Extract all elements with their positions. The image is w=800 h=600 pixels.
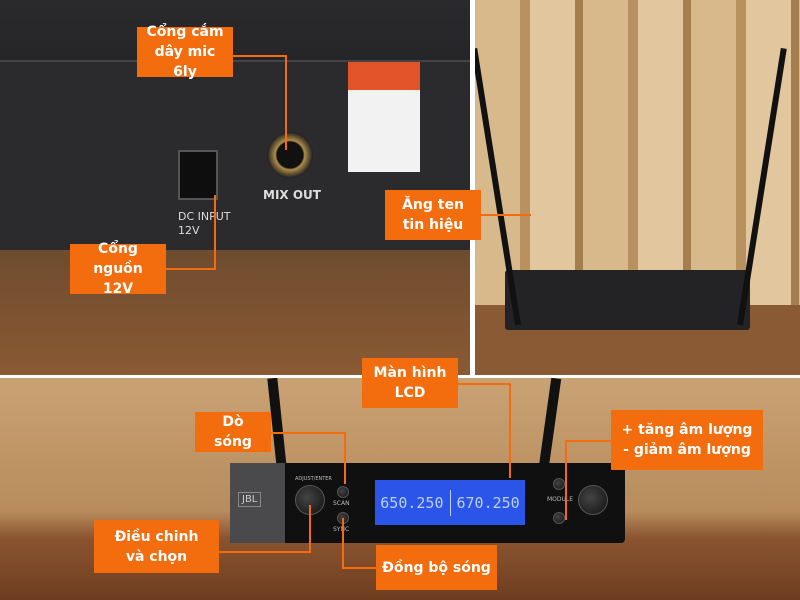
label-line: Cổng cắm [146,24,224,40]
adjust-knob-right[interactable] [578,485,608,515]
antenna-left [475,47,521,326]
dc-input-jack [178,150,218,200]
scan-text: SCAN [333,500,350,507]
label-adjust: Điều chinh và chọn [94,520,219,573]
sync-text: SYNC [333,526,349,533]
volume-down-button[interactable] [553,512,565,524]
rear-panel-closeup-photo: DC INPUT 12V MIX OUT [0,0,470,375]
volume-up-button[interactable] [553,478,565,490]
adjust-enter-text: ADJUST/ENTER [295,476,332,482]
label-line: tin hiệu [402,217,464,233]
label-line: nguồn 12V [93,261,143,297]
receiver-rear [505,270,750,330]
label-line: Ăng ten [402,197,464,213]
lcd-ch-b-freq: 670.250 [456,493,520,512]
dc-volt-text: 12V [178,224,200,237]
front-side-plate [230,463,285,543]
label-volume: + tăng âm lượng - giảm âm lượng [611,410,763,470]
label-line: Điều chinh [114,528,199,545]
label-mic-port: Cổng cắm dây mic 6ly [137,24,233,80]
label-line: + tăng âm lượng [621,422,753,438]
mix-out-text: MIX OUT [263,188,321,202]
rear-antenna-photo [475,0,800,375]
label-line: và chọn [125,548,188,565]
label-power-port: Cổng nguồn 12V [70,241,166,297]
label-line: dây mic 6ly [154,44,216,80]
label-scan: Dò sóng [195,412,271,452]
jbl-sticker [348,62,420,172]
lcd-ch-a-freq: 650.250 [380,493,444,512]
jbl-logo: JBL [238,492,262,507]
lcd-display: 650.250 670.250 [375,480,525,525]
label-sync: Đồng bộ sóng [376,545,497,590]
label-antenna: Ăng ten tin hiệu [385,190,481,240]
module-text: MODULE [547,496,574,503]
label-line: Màn hình [373,365,447,381]
mix-out-jack [267,132,313,178]
dc-input-text: DC INPUT [178,210,231,223]
label-line: Cổng [98,241,138,257]
label-line: - giảm âm lượng [623,442,751,458]
label-line: LCD [394,385,426,401]
scan-button[interactable] [337,486,349,498]
antenna-right [737,47,787,326]
